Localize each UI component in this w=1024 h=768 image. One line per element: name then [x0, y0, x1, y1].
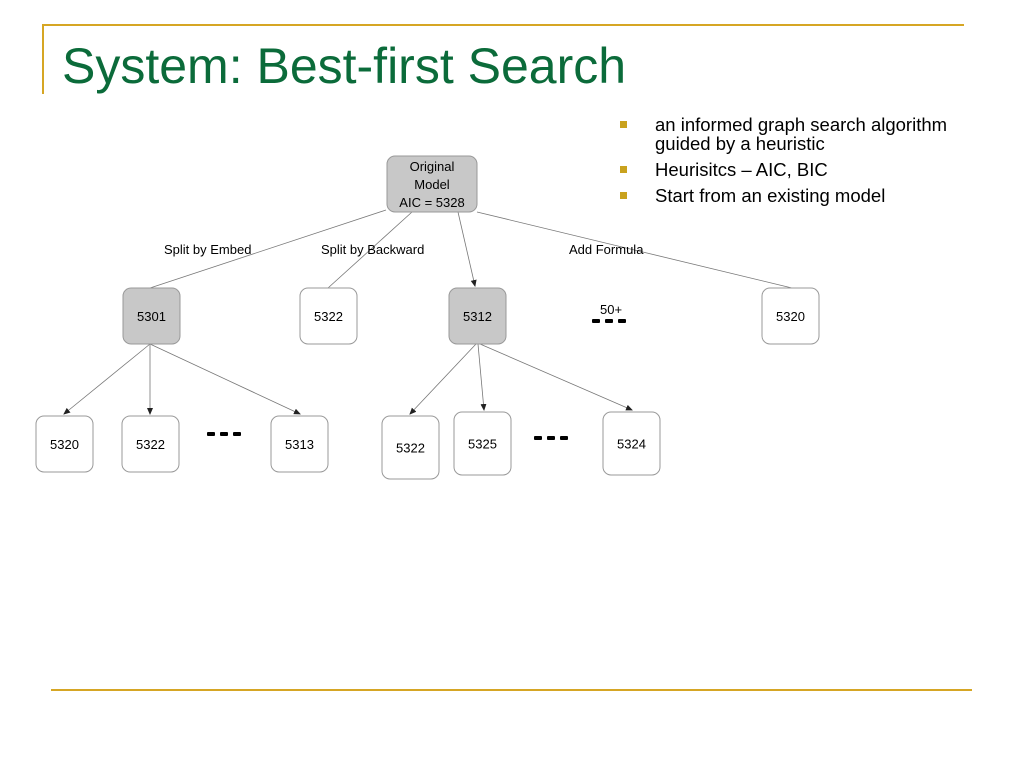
- node-box: [453, 411, 512, 476]
- node-label: 5312: [463, 309, 492, 324]
- node-box: [448, 287, 507, 345]
- level1-node: 5320: [761, 287, 820, 345]
- bullet-item: Start from an existing model: [620, 186, 1005, 205]
- top-rule: [42, 24, 964, 26]
- node-box: [270, 415, 329, 473]
- ellipsis-icon: [534, 436, 568, 444]
- bottom-rule: [51, 689, 972, 691]
- node-box: [121, 415, 180, 473]
- ellipsis-icon: [207, 432, 241, 440]
- level2-node: 5322: [121, 415, 180, 473]
- tree-edge: [457, 211, 477, 287]
- node-label: 5324: [617, 437, 646, 452]
- bullet-text: Start from an existing model: [655, 185, 886, 206]
- level1-node: 5301: [122, 287, 181, 345]
- node-label: 5325: [468, 437, 497, 452]
- node-box: [122, 287, 181, 345]
- tree-edge: [149, 343, 301, 415]
- branch-count-label: 50+: [600, 302, 623, 317]
- left-rule: [42, 24, 44, 94]
- square-bullet-icon: [620, 192, 627, 199]
- node-label: 5301: [137, 309, 166, 324]
- node-box: [299, 287, 358, 345]
- level1-node: 5322: [299, 287, 358, 345]
- tree-edges: [63, 209, 793, 415]
- node-box: [35, 415, 94, 473]
- bullet-item: Heurisitcs – AIC, BIC: [620, 160, 1005, 179]
- node-label: Model: [414, 177, 450, 192]
- bullet-text: an informed graph search algorithm guide…: [655, 114, 948, 154]
- node-label: 5313: [285, 437, 314, 452]
- tree-edge: [149, 209, 387, 289]
- bullet-item: an informed graph search algorithm guide…: [620, 115, 1005, 153]
- tree-edge: [327, 211, 413, 289]
- node-box: [602, 411, 661, 476]
- node-label: 5322: [396, 441, 425, 456]
- tree-edge: [476, 211, 793, 289]
- level2-node: 5322: [381, 415, 440, 480]
- level2-node: 5320: [35, 415, 94, 473]
- tree-edge: [479, 343, 633, 411]
- slide-title: System: Best-first Search: [62, 38, 627, 94]
- tree-edge: [409, 343, 477, 415]
- bullet-text: Heurisitcs – AIC, BIC: [655, 159, 828, 180]
- ellipsis-icon: [592, 319, 626, 327]
- bullet-list: an informed graph search algorithm guide…: [620, 115, 1005, 212]
- node-box: [761, 287, 820, 345]
- node-box: [381, 415, 440, 480]
- edge-label-add-formula: Add Formula: [569, 242, 644, 257]
- tree-edge: [477, 343, 487, 411]
- edge-label-split-backward: Split by Backward: [321, 242, 424, 257]
- square-bullet-icon: [620, 166, 627, 173]
- node-label: 5322: [314, 309, 343, 324]
- node-label: AIC = 5328: [399, 195, 464, 210]
- node-box: [386, 155, 478, 213]
- edge-label-split-embed: Split by Embed: [164, 242, 251, 257]
- node-label: 5320: [776, 309, 805, 324]
- level2-node: 5324: [602, 411, 661, 476]
- node-label: 5322: [136, 437, 165, 452]
- node-label: 5320: [50, 437, 79, 452]
- node-label: Original: [410, 159, 455, 174]
- tree-edge: [63, 343, 151, 415]
- square-bullet-icon: [620, 121, 627, 128]
- level1-node: 5312: [448, 287, 507, 345]
- level2-node: 5325: [453, 411, 512, 476]
- level2-node: 5313: [270, 415, 329, 473]
